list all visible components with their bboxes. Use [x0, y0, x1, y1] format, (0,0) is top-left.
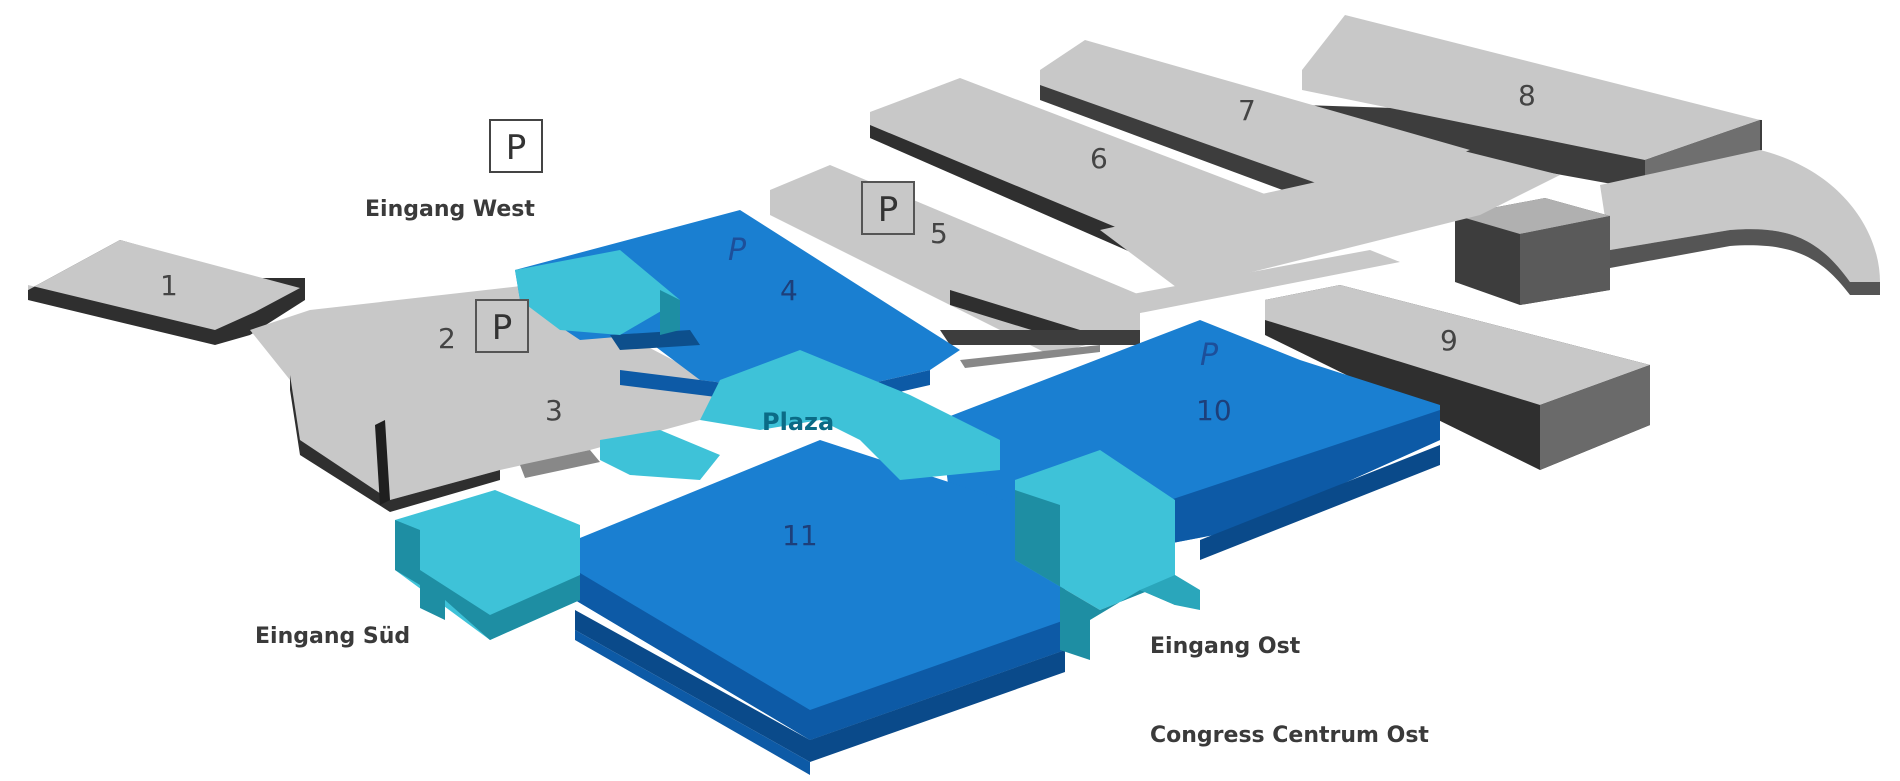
- hall-11[interactable]: [575, 440, 1065, 775]
- gray-concourse: [1100, 150, 1560, 315]
- entrance-south-label: Eingang Süd: [255, 624, 410, 649]
- parking-sign-west: P: [489, 119, 543, 173]
- hall-8-annex: [1455, 150, 1880, 305]
- hall-2-3[interactable]: [250, 285, 730, 512]
- hall-1[interactable]: [28, 240, 305, 345]
- entrance-east-label: Eingang Ost: [1150, 634, 1301, 659]
- plaza-label: Plaza: [762, 408, 834, 436]
- hall-3-label: 3: [545, 394, 563, 427]
- hall-5-label: 5: [930, 217, 948, 250]
- entrance-south-block[interactable]: [395, 490, 580, 640]
- hall-10-label: 10: [1196, 394, 1232, 427]
- entrance-east-block[interactable]: [1015, 450, 1200, 660]
- parking-symbol: P: [506, 128, 527, 168]
- hall-6-label: 6: [1090, 142, 1108, 175]
- hall-2-label: 2: [438, 322, 456, 355]
- hall-9[interactable]: [1265, 285, 1650, 470]
- parking-sign-hall-5: P: [861, 181, 915, 235]
- parking-symbol: P: [878, 190, 899, 230]
- parking-symbol-hall-4: P: [728, 233, 747, 268]
- cyan-entrance-west-block: [515, 250, 680, 335]
- plaza-area[interactable]: [600, 350, 1000, 480]
- parking-symbol: P: [492, 308, 513, 348]
- congress-centrum-label: Congress Centrum Ost: [1150, 723, 1429, 748]
- parking-sign-hall-2: P: [475, 299, 529, 353]
- hall-10[interactable]: [940, 320, 1440, 560]
- parking-symbol-hall-10: P: [1200, 338, 1219, 373]
- hall-11-label: 11: [782, 519, 818, 552]
- hall-7-label: 7: [1238, 94, 1256, 127]
- entrance-west-label: Eingang West: [365, 197, 535, 222]
- hall-8-label: 8: [1518, 79, 1536, 112]
- hall-1-label: 1: [160, 269, 178, 302]
- hall-4-label: 4: [780, 274, 798, 307]
- hall-9-label: 9: [1440, 324, 1458, 357]
